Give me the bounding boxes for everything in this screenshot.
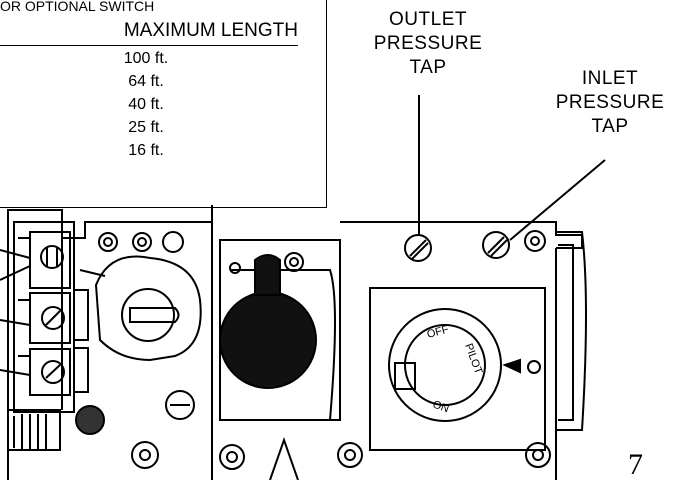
bottom-bolt-2 [165, 390, 195, 420]
terminal-1 [29, 231, 71, 289]
inlet-pressure-tap [482, 231, 510, 259]
terminal-screw-3 [41, 360, 65, 384]
port-circle-1 [98, 232, 118, 252]
valve-right-flange [556, 231, 587, 431]
bottom-bolt-5 [525, 442, 551, 468]
table-row: 16 ft. [128, 142, 164, 159]
control-panel [369, 287, 546, 451]
inlet-leader-line [509, 159, 606, 241]
body-bolt-top-right [524, 230, 546, 252]
port-circle-2 [132, 232, 152, 252]
knob-off-label: OFF [426, 324, 451, 341]
terminal-3 [29, 348, 71, 396]
bottom-bolt-3 [219, 444, 245, 470]
inlet-label-line-1: INLET [581, 68, 639, 89]
table-row: 25 ft. [128, 119, 164, 136]
knob-on-label: ON [431, 399, 451, 416]
table-header-rule [0, 45, 298, 46]
valve-right-bracket [558, 244, 574, 421]
regulator-cam [121, 288, 175, 342]
regulator-housing [94, 255, 202, 362]
table-row: 64 ft. [128, 73, 164, 90]
outlet-label-line-2: PRESSURE [373, 33, 483, 54]
table-header-maximum-length: MAXIMUM LENGTH [123, 20, 298, 41]
inlet-pressure-tap-label: INLET PRESSURE TAP [520, 67, 697, 139]
outlet-pressure-tap [404, 234, 432, 262]
outlet-label-line-3: TAP [409, 57, 447, 78]
gas-control-knob [388, 308, 502, 422]
table-row: 40 ft. [128, 96, 164, 113]
solenoid-plate [219, 239, 341, 421]
outlet-pressure-tap-label: OUTLET PRESSURE TAP [338, 8, 518, 80]
regulator-slot [129, 307, 180, 323]
table-row: 100 ft. [123, 50, 169, 67]
terminal-2 [29, 292, 71, 344]
bottom-bolt-4 [337, 442, 363, 468]
bottom-bolt-1 [131, 441, 159, 469]
inlet-label-line-3: TAP [591, 116, 629, 137]
solenoid-cap [219, 291, 317, 389]
terminal-screw-1 [40, 245, 64, 269]
page-number: 7 [628, 448, 643, 481]
table-title: OR OPTIONAL SWITCH [0, 0, 155, 14]
inlet-label-line-2: PRESSURE [555, 92, 665, 113]
inlet-fitting [7, 409, 61, 451]
port-circle-3 [162, 231, 184, 253]
outlet-label-line-1: OUTLET [389, 9, 467, 30]
terminal-screw-2 [41, 306, 65, 330]
wire-length-table: OR OPTIONAL SWITCH MAXIMUM LENGTH 100 ft… [0, 0, 327, 208]
